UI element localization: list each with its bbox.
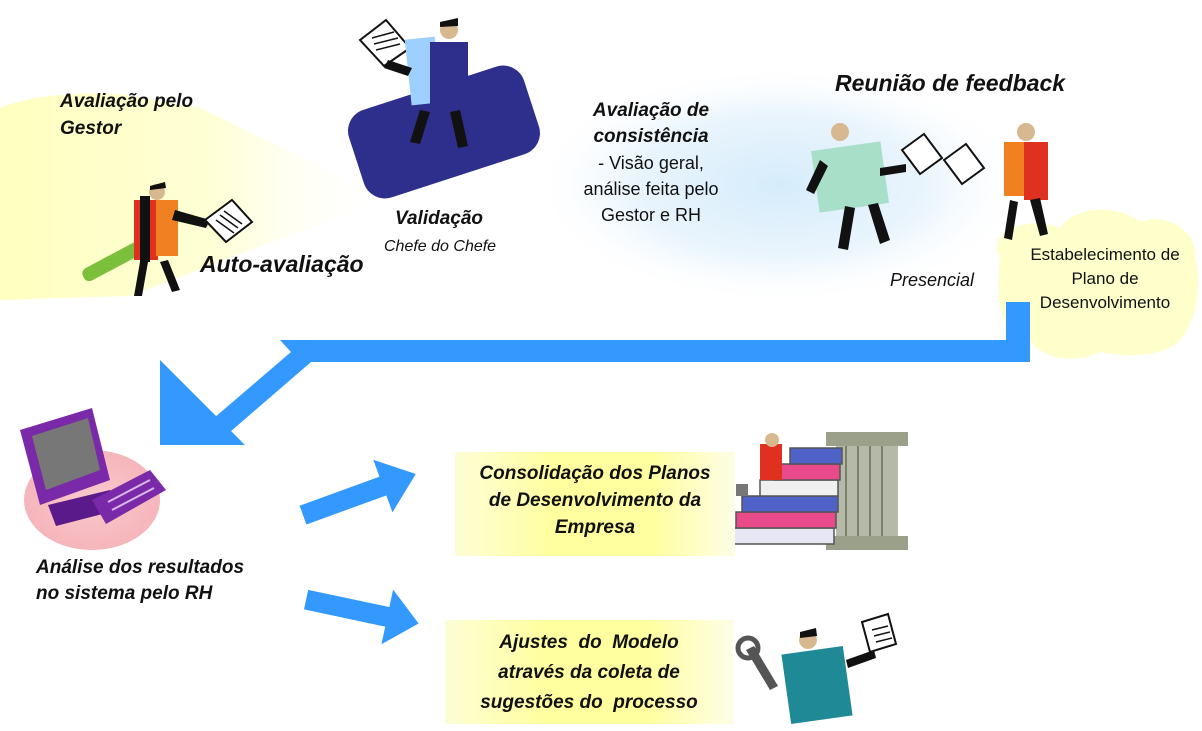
block-development-plan: Estabelecimento de Plano de Desenvolvime… [1014,243,1196,315]
label-validation: Validação [395,208,484,229]
label-evaluation-by-manager: Avaliação pelo Gestor [60,88,230,142]
consolidation-line-3: Empresa [554,517,636,538]
self-evaluation-glow [0,93,390,300]
box-model-adjustments: Ajustes do Modelo através da coleta de s… [445,620,733,724]
plan-line-1: Estabelecimento de [1030,245,1180,264]
label-evaluation-by-manager-line-2: Gestor [60,118,122,139]
model-adjustments-text: Ajustes do Modelo através da coleta de s… [445,628,733,718]
flow-arrow-main [160,302,1030,445]
consistency-sub-line-1: - Visão geral, [598,153,704,173]
block-consistency-evaluation: Avaliação de consistência - Visão geral,… [562,98,740,228]
analysis-line-2: no sistema pelo RH [36,583,213,604]
consistency-sub-line-2: análise feita pelo [583,179,719,199]
block-results-analysis: Análise dos resultados no sistema pelo R… [36,555,296,607]
consolidation-line-2: de Desenvolvimento da [488,490,702,511]
label-in-person: Presencial [890,270,975,290]
label-boss-of-boss: Chefe do Chefe [384,238,497,255]
plans-consolidation-text: Consolidação dos Planos de Desenvolvimen… [455,460,735,541]
consistency-sub-line-3: Gestor e RH [600,205,702,225]
plan-line-3: Desenvolvimento [1039,293,1171,312]
flow-arrow-upper [299,459,416,525]
person-with-wrench-icon [735,612,898,724]
box-plans-consolidation: Consolidação dos Planos de Desenvolvimen… [455,452,735,556]
adjustments-line-2: através da coleta de [498,662,680,683]
computer-icon [20,408,166,550]
plan-line-2: Plano de [1071,269,1139,288]
adjustments-line-1: Ajustes do Modelo [499,632,679,653]
plan-cloud [997,209,1199,359]
person-with-document-icon [358,18,468,148]
consistency-title-line-1: Avaliação de [592,100,710,121]
analysis-line-1: Análise dos resultados [36,557,245,578]
flow-arrow-lower [304,589,419,645]
consolidation-line-1: Consolidação dos Planos [479,463,711,484]
validation-rug [348,65,540,199]
consistency-title-line-2: consistência [593,126,709,147]
label-feedback-meeting: Reunião de feedback [835,70,1066,96]
persons-exchanging-documents-icon [806,123,1048,250]
books-and-column-icon [729,432,908,550]
adjustments-line-3: sugestões do processo [480,692,698,713]
feedback-haze [530,65,1030,305]
label-evaluation-by-manager-line-1: Avaliação pelo [60,91,194,112]
label-self-evaluation: Auto-avaliação [200,251,364,277]
person-with-pencil-icon [82,182,254,296]
